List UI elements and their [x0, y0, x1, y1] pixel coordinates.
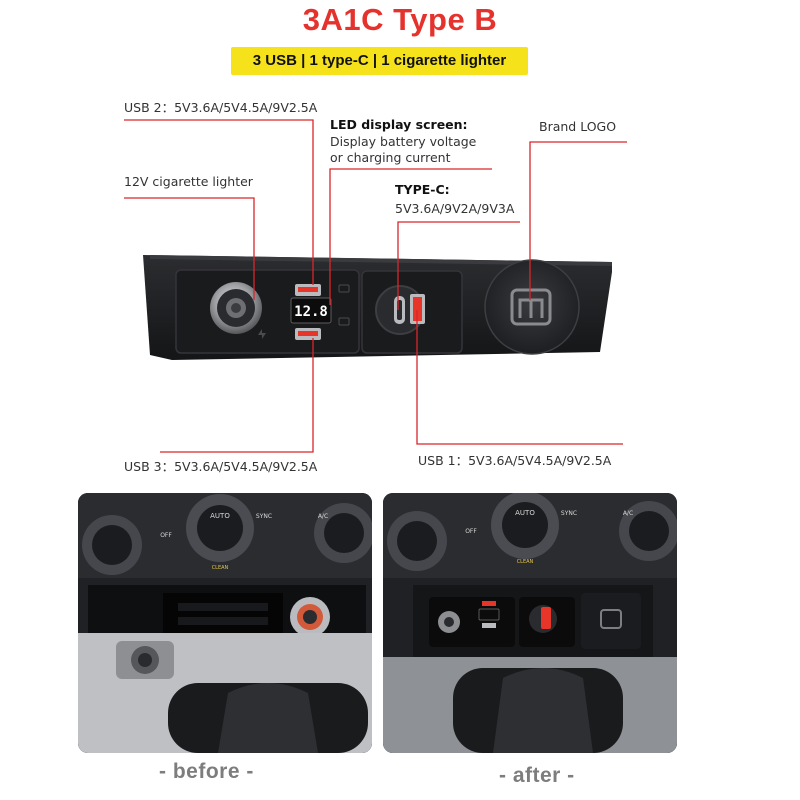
before-photo: AUTO SYNC OFF A/C CLEAN: [78, 493, 372, 753]
label-usb-1: USB 1：5V3.6A/5V4.5A/9V2.5A: [418, 453, 612, 468]
label-typec-title: TYPE-C:: [395, 182, 450, 197]
label-typec-spec: 5V3.6A/9V2A/9V3A: [395, 201, 515, 216]
page-title: 3A1C Type B: [302, 2, 498, 37]
leader-lines: [124, 119, 627, 453]
label-cigarette-lighter: 12V cigarette lighter: [124, 174, 253, 189]
cigarette-lighter-icon: [210, 282, 262, 334]
svg-text:A/C: A/C: [623, 510, 633, 517]
svg-text:OFF: OFF: [465, 528, 477, 535]
label-usb-3: USB 3：5V3.6A/5V4.5A/9V2.5A: [124, 459, 318, 474]
svg-text:SYNC: SYNC: [561, 510, 577, 517]
svg-text:AUTO: AUTO: [515, 509, 535, 517]
product-panel-illustration: 12.8: [124, 119, 627, 453]
svg-text:CLEAN: CLEAN: [517, 559, 534, 565]
svg-text:CLEAN: CLEAN: [212, 565, 229, 571]
after-photo: AUTO SYNC OFF A/C CLEAN: [383, 493, 677, 753]
caption-before: - before -: [159, 760, 254, 783]
label-led-desc-1: Display battery voltage: [330, 134, 477, 149]
led-display: [290, 297, 332, 324]
m-letter-logo-icon: [510, 288, 552, 326]
svg-text:A/C: A/C: [318, 513, 328, 520]
svg-text:AUTO: AUTO: [210, 512, 230, 520]
led-display-value: 12.8: [294, 304, 328, 320]
caption-after: - after -: [499, 764, 575, 787]
svg-text:OFF: OFF: [160, 532, 172, 539]
label-usb-2: USB 2：5V3.6A/5V4.5A/9V2.5A: [124, 100, 318, 115]
label-led-desc-2: or charging current: [330, 150, 451, 165]
label-led-title: LED display screen:: [330, 117, 468, 132]
svg-text:SYNC: SYNC: [256, 513, 272, 520]
label-brand-logo: Brand LOGO: [539, 119, 617, 134]
subtitle-banner: 3 USB | 1 type-C | 1 cigarette lighter: [231, 47, 528, 75]
left-recess: [175, 269, 360, 354]
